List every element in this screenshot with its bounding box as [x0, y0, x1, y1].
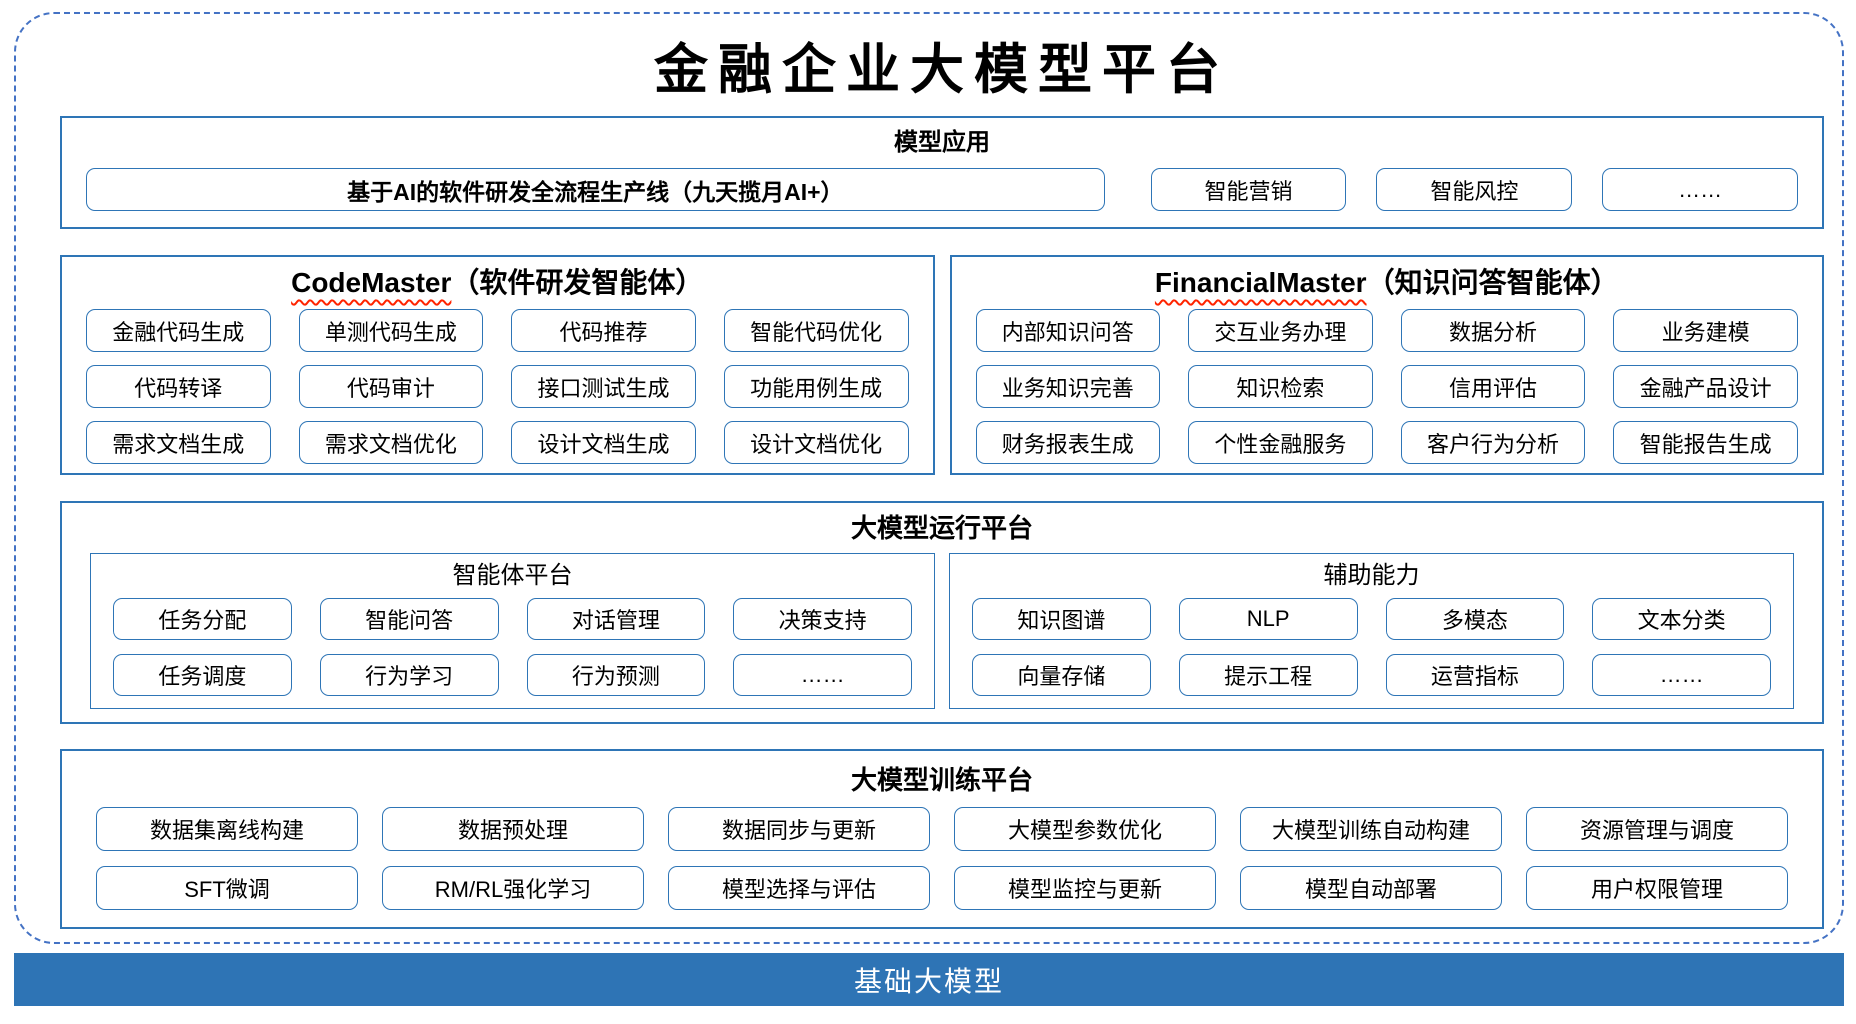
training-platform-title: 大模型训练平台: [850, 765, 1033, 795]
agent-platform-item: ……: [733, 654, 912, 696]
training-item: 大模型参数优化: [954, 807, 1216, 851]
training-item: 模型监控与更新: [954, 866, 1216, 910]
codemaster-title-zh: （软件研发智能体）: [451, 267, 704, 298]
auxiliary-capability-item: 向量存储: [972, 654, 1151, 696]
training-item: 用户权限管理: [1526, 866, 1788, 910]
financialmaster-item: 客户行为分析: [1400, 421, 1586, 464]
auxiliary-capability-item: 多模态: [1385, 598, 1565, 640]
training-item: 数据同步与更新: [668, 807, 930, 851]
foundation-model-bar-label: 基础大模型: [853, 965, 1004, 997]
agent-platform-item: 任务调度: [113, 654, 292, 696]
financialmaster-item: 交互业务办理: [1188, 309, 1373, 352]
training-item: 大模型训练自动构建: [1240, 807, 1502, 851]
model-application-row: 基于AI的软件研发全流程生产线（九天揽月AI+） 智能营销 智能风控 ……: [86, 168, 1799, 211]
financialmaster-item: 财务报表生成: [975, 421, 1161, 464]
agent-platform-item: 行为学习: [319, 654, 499, 696]
model-application-section: 模型应用 基于AI的软件研发全流程生产线（九天揽月AI+） 智能营销 智能风控 …: [60, 116, 1824, 229]
app-item-risk-control: 智能风控: [1376, 168, 1573, 211]
agent-platform-group-title: 智能体平台: [452, 562, 573, 589]
app-item-marketing: 智能营销: [1150, 168, 1347, 211]
runtime-platform-row: 智能体平台 任务分配 智能问答 对话管理 决策支持 任务调度 行为学习 行为预测…: [76, 553, 1808, 709]
agent-platform-group: 智能体平台 任务分配 智能问答 对话管理 决策支持 任务调度 行为学习 行为预测…: [90, 553, 935, 709]
financialmaster-items: 内部知识问答 交互业务办理 数据分析 业务建模 业务知识完善 知识检索 信用评估…: [975, 309, 1798, 464]
codemaster-item: 功能用例生成: [723, 365, 909, 408]
financialmaster-title-en: FinancialMaster: [1154, 267, 1367, 298]
financialmaster-item: 内部知识问答: [975, 309, 1161, 352]
training-platform-section: 大模型训练平台 数据集离线构建 数据预处理 数据同步与更新 大模型参数优化 大模…: [60, 749, 1824, 929]
financialmaster-item: 个性金融服务: [1188, 421, 1373, 464]
app-item-ai-pipeline: 基于AI的软件研发全流程生产线（九天揽月AI+）: [86, 168, 1105, 211]
agent-platform-item: 智能问答: [319, 598, 499, 640]
auxiliary-capability-item: NLP: [1178, 598, 1358, 640]
codemaster-item: 单测代码生成: [298, 309, 484, 352]
training-item: 模型自动部署: [1240, 866, 1502, 910]
training-item: 资源管理与调度: [1526, 807, 1788, 851]
platform-frame: 金融企业大模型平台 模型应用 基于AI的软件研发全流程生产线（九天揽月AI+） …: [14, 12, 1844, 944]
codemaster-item: 接口测试生成: [511, 365, 696, 408]
runtime-platform-title: 大模型运行平台: [850, 513, 1033, 543]
financialmaster-item: 业务知识完善: [975, 365, 1161, 408]
codemaster-title-en: CodeMaster: [291, 267, 452, 298]
codemaster-item: 代码转译: [86, 365, 271, 408]
codemaster-item: 代码推荐: [511, 309, 696, 352]
agent-platform-item: 行为预测: [526, 654, 706, 696]
app-item-ellipsis: ……: [1602, 168, 1799, 211]
auxiliary-capability-items: 知识图谱 NLP 多模态 文本分类 向量存储 提示工程 运营指标 ……: [972, 598, 1771, 696]
codemaster-item: 需求文档生成: [86, 421, 271, 464]
codemaster-item: 智能代码优化: [723, 309, 909, 352]
agent-platform-items: 任务分配 智能问答 对话管理 决策支持 任务调度 行为学习 行为预测 ……: [113, 598, 912, 696]
agents-row: CodeMaster（软件研发智能体） 金融代码生成 单测代码生成 代码推荐 智…: [60, 255, 1824, 475]
runtime-platform-section: 大模型运行平台 智能体平台 任务分配 智能问答 对话管理 决策支持 任务调度 行…: [60, 501, 1824, 724]
auxiliary-capability-item: 运营指标: [1385, 654, 1565, 696]
codemaster-item: 金融代码生成: [86, 309, 271, 352]
agent-platform-item: 决策支持: [733, 598, 912, 640]
financialmaster-item: 业务建模: [1613, 309, 1798, 352]
agent-platform-item: 任务分配: [113, 598, 292, 640]
auxiliary-capability-item: 知识图谱: [972, 598, 1151, 640]
financialmaster-title: FinancialMaster（知识问答智能体）: [976, 261, 1799, 305]
codemaster-item: 需求文档优化: [298, 421, 484, 464]
page-title: 金融企业大模型平台: [654, 37, 1230, 101]
codemaster-item: 设计文档生成: [511, 421, 696, 464]
financialmaster-item: 智能报告生成: [1613, 421, 1798, 464]
foundation-model-bar: 基础大模型: [14, 953, 1844, 1006]
codemaster-item: 设计文档优化: [723, 421, 909, 464]
training-item: 数据预处理: [382, 807, 644, 851]
auxiliary-capability-group-title: 辅助能力: [1323, 562, 1420, 589]
financialmaster-title-zh: （知识问答智能体）: [1366, 267, 1619, 298]
auxiliary-capability-item: 提示工程: [1178, 654, 1358, 696]
financialmaster-item: 数据分析: [1400, 309, 1586, 352]
financialmaster-section: FinancialMaster（知识问答智能体） 内部知识问答 交互业务办理 数…: [949, 255, 1824, 475]
training-item: 模型选择与评估: [668, 866, 930, 910]
financialmaster-item: 信用评估: [1400, 365, 1586, 408]
auxiliary-capability-group: 辅助能力 知识图谱 NLP 多模态 文本分类 向量存储 提示工程 运营指标 ……: [949, 553, 1794, 709]
codemaster-item: 代码审计: [298, 365, 484, 408]
codemaster-items: 金融代码生成 单测代码生成 代码推荐 智能代码优化 代码转译 代码审计 接口测试…: [86, 309, 909, 464]
agent-platform-item: 对话管理: [526, 598, 706, 640]
financialmaster-item: 知识检索: [1188, 365, 1373, 408]
training-item: SFT微调: [96, 866, 358, 910]
training-item: 数据集离线构建: [96, 807, 358, 851]
training-item: RM/RL强化学习: [382, 866, 644, 910]
codemaster-section: CodeMaster（软件研发智能体） 金融代码生成 单测代码生成 代码推荐 智…: [60, 255, 935, 475]
auxiliary-capability-item: 文本分类: [1592, 598, 1771, 640]
codemaster-title: CodeMaster（软件研发智能体）: [86, 261, 909, 305]
training-platform-items: 数据集离线构建 数据预处理 数据同步与更新 大模型参数优化 大模型训练自动构建 …: [96, 807, 1788, 910]
model-application-title: 模型应用: [894, 129, 990, 156]
financialmaster-item: 金融产品设计: [1613, 365, 1798, 408]
auxiliary-capability-item: ……: [1592, 654, 1771, 696]
